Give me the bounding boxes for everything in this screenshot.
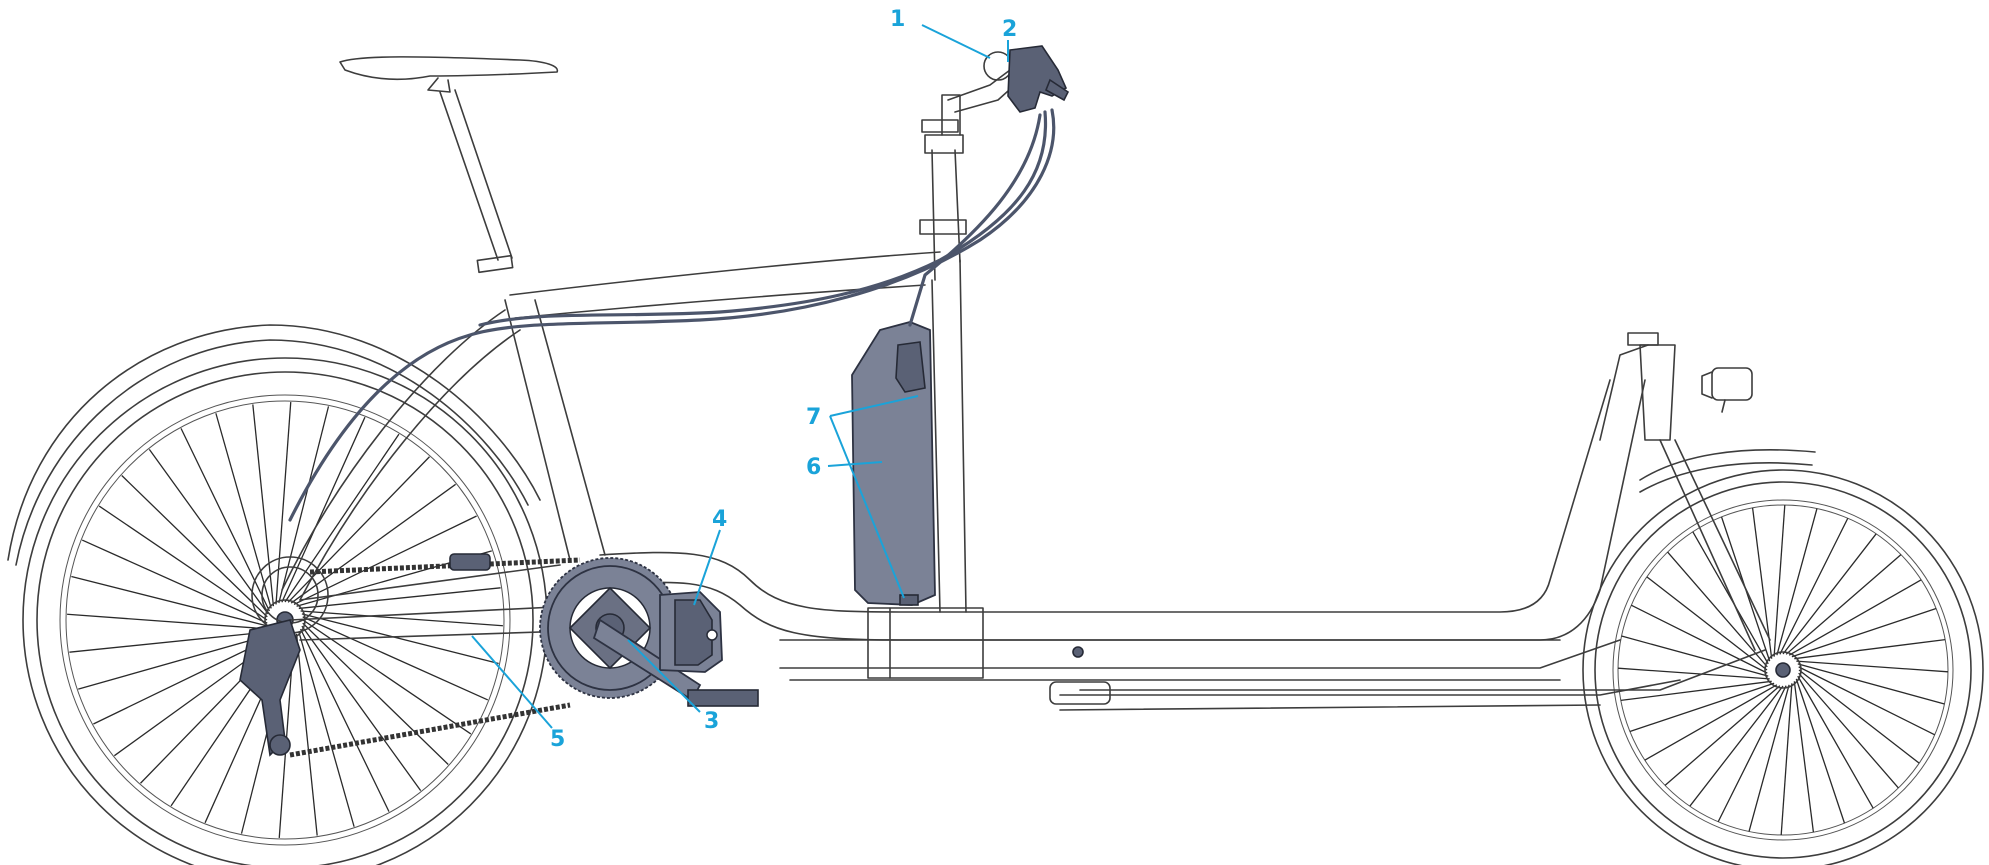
spoke (1664, 685, 1781, 786)
spoke (1644, 684, 1778, 761)
spoke (215, 413, 272, 609)
callout-6: 6 (806, 455, 821, 480)
spoke (302, 616, 489, 701)
spoke (301, 613, 499, 665)
callout-4: 4 (712, 507, 727, 532)
spoke (298, 631, 355, 827)
spoke (284, 433, 400, 603)
spoke (78, 633, 274, 690)
spoke (1797, 675, 1874, 809)
spoke (1791, 607, 1937, 658)
spoke (298, 587, 501, 610)
spoke (148, 448, 269, 615)
spoke (98, 505, 268, 621)
spoke (67, 613, 270, 630)
saddle (339, 56, 559, 81)
seat-post (439, 89, 513, 261)
callout-3: 3 (704, 709, 719, 734)
spoke (1630, 604, 1768, 674)
chain (309, 557, 581, 575)
spoke (295, 633, 318, 836)
spoke (71, 575, 269, 627)
callout-7: 7 (806, 405, 821, 430)
drive-unit-motor (659, 591, 723, 673)
callout-1: 1 (890, 7, 905, 32)
spoke (1689, 685, 1784, 807)
cables (288, 108, 1056, 522)
spoke (1621, 635, 1769, 677)
spoke (81, 539, 268, 624)
spoke (180, 428, 270, 612)
spoke (287, 456, 430, 603)
spoke (1751, 507, 1773, 659)
spoke (1785, 554, 1902, 655)
spoke (1788, 579, 1922, 656)
rear-fender (7, 324, 541, 561)
callout-2: 2 (1002, 17, 1017, 42)
spoke (1793, 681, 1815, 833)
spoke (290, 483, 457, 604)
spoke (1620, 680, 1772, 702)
spoke (1629, 682, 1775, 733)
front-wheel (1582, 469, 1984, 865)
spoke (278, 406, 330, 604)
spoke (1798, 672, 1899, 789)
spoke (1796, 660, 1949, 673)
spoke (1795, 678, 1846, 824)
spoke (1617, 667, 1770, 680)
spoke (1794, 638, 1946, 660)
spoke (1779, 517, 1849, 655)
spoke (293, 515, 477, 605)
spoke (121, 475, 268, 618)
control-unit (1007, 45, 1068, 113)
spoke (1748, 684, 1790, 832)
spoke (1797, 663, 1945, 705)
spoke (301, 625, 422, 792)
pedal (687, 689, 759, 707)
spoke (300, 610, 503, 627)
spoke (1798, 669, 1920, 764)
spoke (69, 630, 272, 653)
spoke (275, 402, 292, 605)
spoke (1782, 533, 1877, 655)
spoke (302, 622, 449, 765)
spoke (1798, 666, 1936, 736)
spoke (1773, 504, 1786, 657)
spoke (252, 404, 275, 607)
frame (281, 56, 1771, 711)
handlebar-controls (983, 45, 1070, 113)
spoke (1717, 685, 1787, 823)
callout-5: 5 (550, 727, 565, 752)
front-fender (1639, 449, 1816, 481)
callouts: 1 2 3 4 5 6 7 (471, 7, 1017, 752)
spoke (1667, 551, 1768, 668)
front-wheel-spokes (1617, 504, 1949, 836)
headlight (1701, 367, 1753, 413)
battery (851, 321, 936, 606)
spoke (1780, 683, 1793, 836)
spoke (281, 416, 366, 603)
rear-derailleur (239, 619, 301, 757)
drivetrain (239, 553, 759, 758)
spoke (1646, 576, 1768, 671)
spoke (1776, 508, 1818, 656)
spoke (300, 628, 390, 812)
